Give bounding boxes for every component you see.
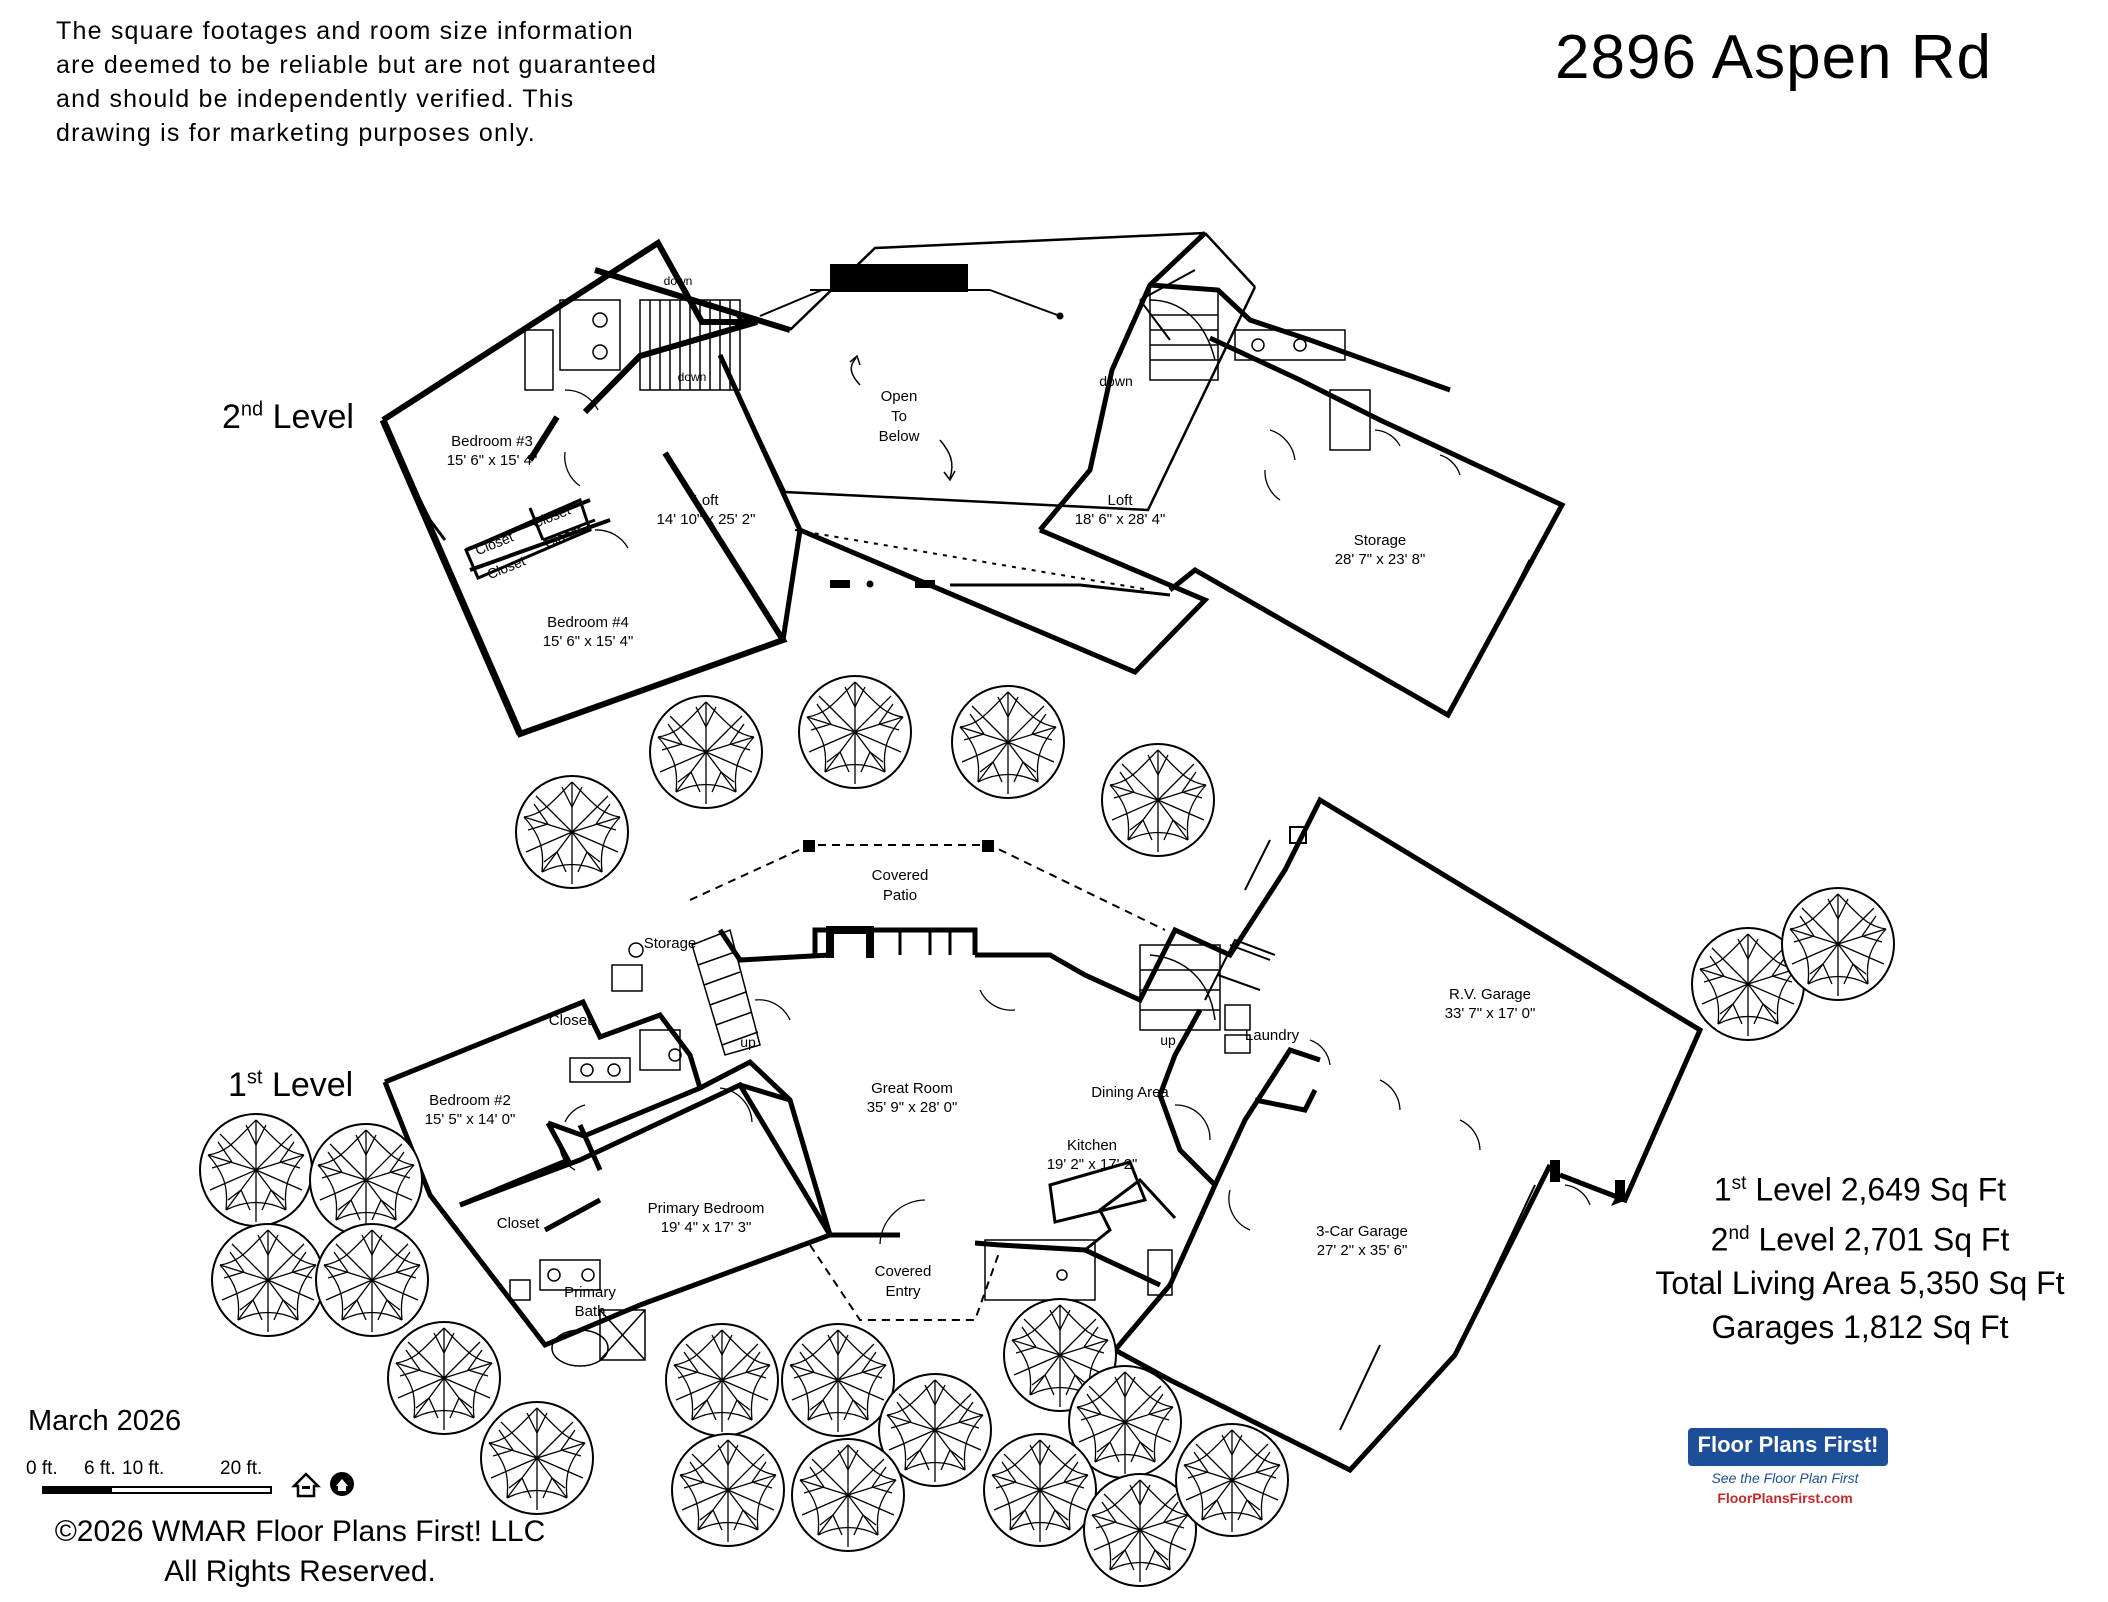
second-level-label: 2nd Level	[222, 398, 354, 437]
room-dims-loft-east: 18' 6" x 28' 4"	[1075, 511, 1166, 528]
room-name-rv-garage: R.V. Garage	[1449, 986, 1531, 1003]
area-level-number: 2	[1710, 1221, 1729, 1258]
room-name-kitchen: Kitchen	[1067, 1137, 1117, 1154]
primary-bath-line: Primary	[564, 1284, 616, 1301]
second-level-plan	[379, 231, 1566, 738]
logo-name: Floor Plans First!	[1697, 1432, 1879, 1457]
open-below-line: To	[891, 408, 907, 425]
first-level-plan	[382, 796, 1704, 1474]
room-name-primary-bedroom: Primary Bedroom	[648, 1200, 765, 1217]
scale-bar-segment	[42, 1486, 112, 1494]
room-name-loft-west: Loft	[693, 492, 719, 509]
level-word: Level	[272, 398, 354, 436]
room-dims-primary-bedroom: 19' 4" x 17' 3"	[661, 1219, 752, 1236]
primary-bath-line: Bath	[575, 1303, 606, 1320]
area-row: 1st Level 2,649 Sq Ft	[1620, 1162, 2100, 1212]
room-dims-3car-garage: 27' 2" x 35' 6"	[1317, 1242, 1408, 1259]
area-text: Level 2,701 Sq Ft	[1749, 1221, 2010, 1258]
room-name-storage-lower: Storage	[644, 935, 697, 952]
open-to-below-arrows	[849, 354, 956, 482]
room-dims-bedroom3: 15' 6" x 15' 4"	[447, 452, 538, 469]
copyright-line: All Rights Reserved.	[164, 1555, 436, 1588]
stair-up-label: up	[740, 1034, 756, 1050]
room-name-bedroom3: Bedroom #3	[451, 433, 533, 450]
area-row: 2nd Level 2,701 Sq Ft	[1620, 1212, 2100, 1262]
first-level-label: 1st Level	[228, 1066, 353, 1105]
area-text: Level 2,649 Sq Ft	[1746, 1171, 2007, 1208]
area-row: Garages 1,812 Sq Ft	[1620, 1305, 2100, 1349]
open-below-line: Open	[881, 388, 918, 405]
stair-down-label: down	[678, 370, 707, 384]
room-dims-storage-upper: 28' 7" x 23' 8"	[1335, 551, 1426, 568]
room-name-dining: Dining Area	[1091, 1084, 1169, 1101]
area-text: Garages 1,812 Sq Ft	[1711, 1309, 2009, 1346]
scale-bar: 0 ft. 6 ft. 10 ft. 20 ft.	[22, 1458, 362, 1508]
area-level-number: 1	[1713, 1171, 1732, 1208]
covered-entry-line: Entry	[885, 1283, 921, 1300]
level-number: 2	[222, 398, 241, 436]
disclaimer-line: and should be independently verified. Th…	[56, 85, 575, 113]
logo-banner	[1688, 1428, 1888, 1466]
closet-label: Closet	[473, 528, 516, 558]
level-word: Level	[271, 1066, 354, 1104]
room-name-bedroom4: Bedroom #4	[547, 614, 629, 631]
closet-label: Closet	[549, 1012, 592, 1029]
room-name-storage-upper: Storage	[1354, 532, 1407, 549]
open-below-line: Below	[879, 428, 920, 445]
room-name-great-room: Great Room	[871, 1080, 953, 1097]
closet-label: Closet	[497, 1215, 540, 1232]
area-summary: 1st Level 2,649 Sq Ft 2nd Level 2,701 Sq…	[1620, 1162, 2100, 1349]
disclaimer-line: are deemed to be reliable but are not gu…	[56, 51, 658, 79]
room-dims-rv-garage: 33' 7" x 17' 0"	[1445, 1005, 1536, 1022]
level-number: 1	[228, 1066, 247, 1104]
stair-down-label: down	[664, 274, 693, 288]
room-name-loft-east: Loft	[1107, 492, 1133, 509]
level-suffix: nd	[240, 398, 264, 421]
area-level-suffix: nd	[1728, 1222, 1750, 1244]
room-dims-great-room: 35' 9" x 28' 0"	[867, 1099, 958, 1116]
room-dims-bedroom4: 15' 6" x 15' 4"	[543, 633, 634, 650]
area-level-suffix: st	[1731, 1173, 1747, 1194]
room-dims-bedroom2: 15' 5" x 14' 0"	[425, 1111, 516, 1128]
scale-label: 10 ft.	[122, 1458, 165, 1479]
room-name-laundry: Laundry	[1245, 1027, 1300, 1044]
room-labels: Bedroom #3 15' 6" x 15' 4" Bedroom #4 15…	[425, 274, 1536, 1320]
disclaimer-line: The square footages and room size inform…	[56, 17, 634, 45]
covered-entry-line: Covered	[875, 1263, 932, 1280]
room-dims-loft-west: 14' 10" x 25' 2"	[657, 511, 756, 528]
room-name-3car-garage: 3-Car Garage	[1316, 1223, 1408, 1240]
drawing-date: March 2026	[28, 1405, 182, 1437]
equal-housing-icon	[290, 1472, 354, 1498]
property-address: 2896 Aspen Rd	[1555, 23, 1993, 92]
scale-label: 0 ft.	[26, 1458, 58, 1479]
copyright-line: ©2026 WMAR Floor Plans First! LLC	[54, 1515, 546, 1548]
area-row: Total Living Area 5,350 Sq Ft	[1620, 1261, 2100, 1305]
covered-patio-line: Covered	[872, 867, 929, 884]
disclaimer: The square footages and room size inform…	[56, 14, 696, 150]
disclaimer-line: drawing is for marketing purposes only.	[56, 119, 536, 147]
floor-plans-first-logo: Floor Plans First! See the Floor Plan Fi…	[1670, 1420, 1900, 1506]
area-text: Total Living Area 5,350 Sq Ft	[1655, 1265, 2065, 1302]
copyright: ©2026 WMAR Floor Plans First! LLC All Ri…	[10, 1512, 590, 1592]
landscape-trees	[199, 675, 1895, 1587]
room-name-bedroom2: Bedroom #2	[429, 1092, 511, 1109]
stair-down-label: down	[1099, 373, 1132, 389]
logo-tagline: See the Floor Plan First	[1711, 1470, 1859, 1486]
room-dims-kitchen: 19' 2" x 17' 2"	[1047, 1156, 1138, 1173]
logo-url: FloorPlansFirst.com	[1717, 1490, 1853, 1506]
stair-up-label: up	[1160, 1032, 1176, 1048]
level-suffix: st	[246, 1066, 263, 1089]
scale-label: 6 ft.	[84, 1458, 116, 1479]
scale-label: 20 ft.	[220, 1458, 263, 1479]
covered-patio-line: Patio	[883, 887, 917, 904]
